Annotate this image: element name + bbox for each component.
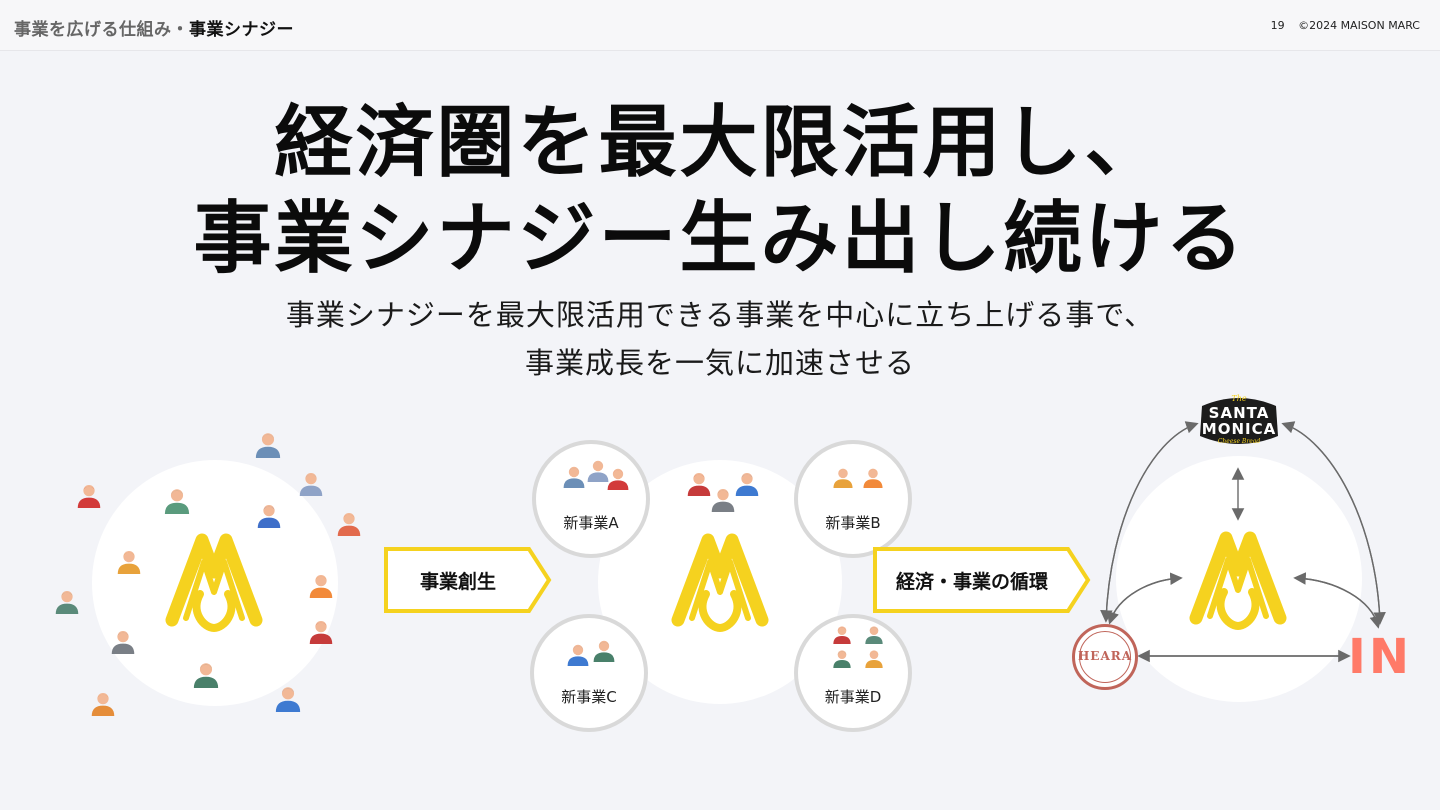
santa-monica-script: Cheese Bread (1196, 438, 1282, 445)
santa-monica-small: The (1196, 394, 1282, 403)
heara-text: HEARA (1075, 649, 1135, 663)
in-logo: IN (1348, 628, 1414, 688)
santa-monica-line2: MONICA (1196, 420, 1282, 438)
heara-logo: HEARA (1072, 624, 1138, 690)
santa-monica-logo: The SANTA MONICA Cheese Bread (1196, 392, 1282, 454)
